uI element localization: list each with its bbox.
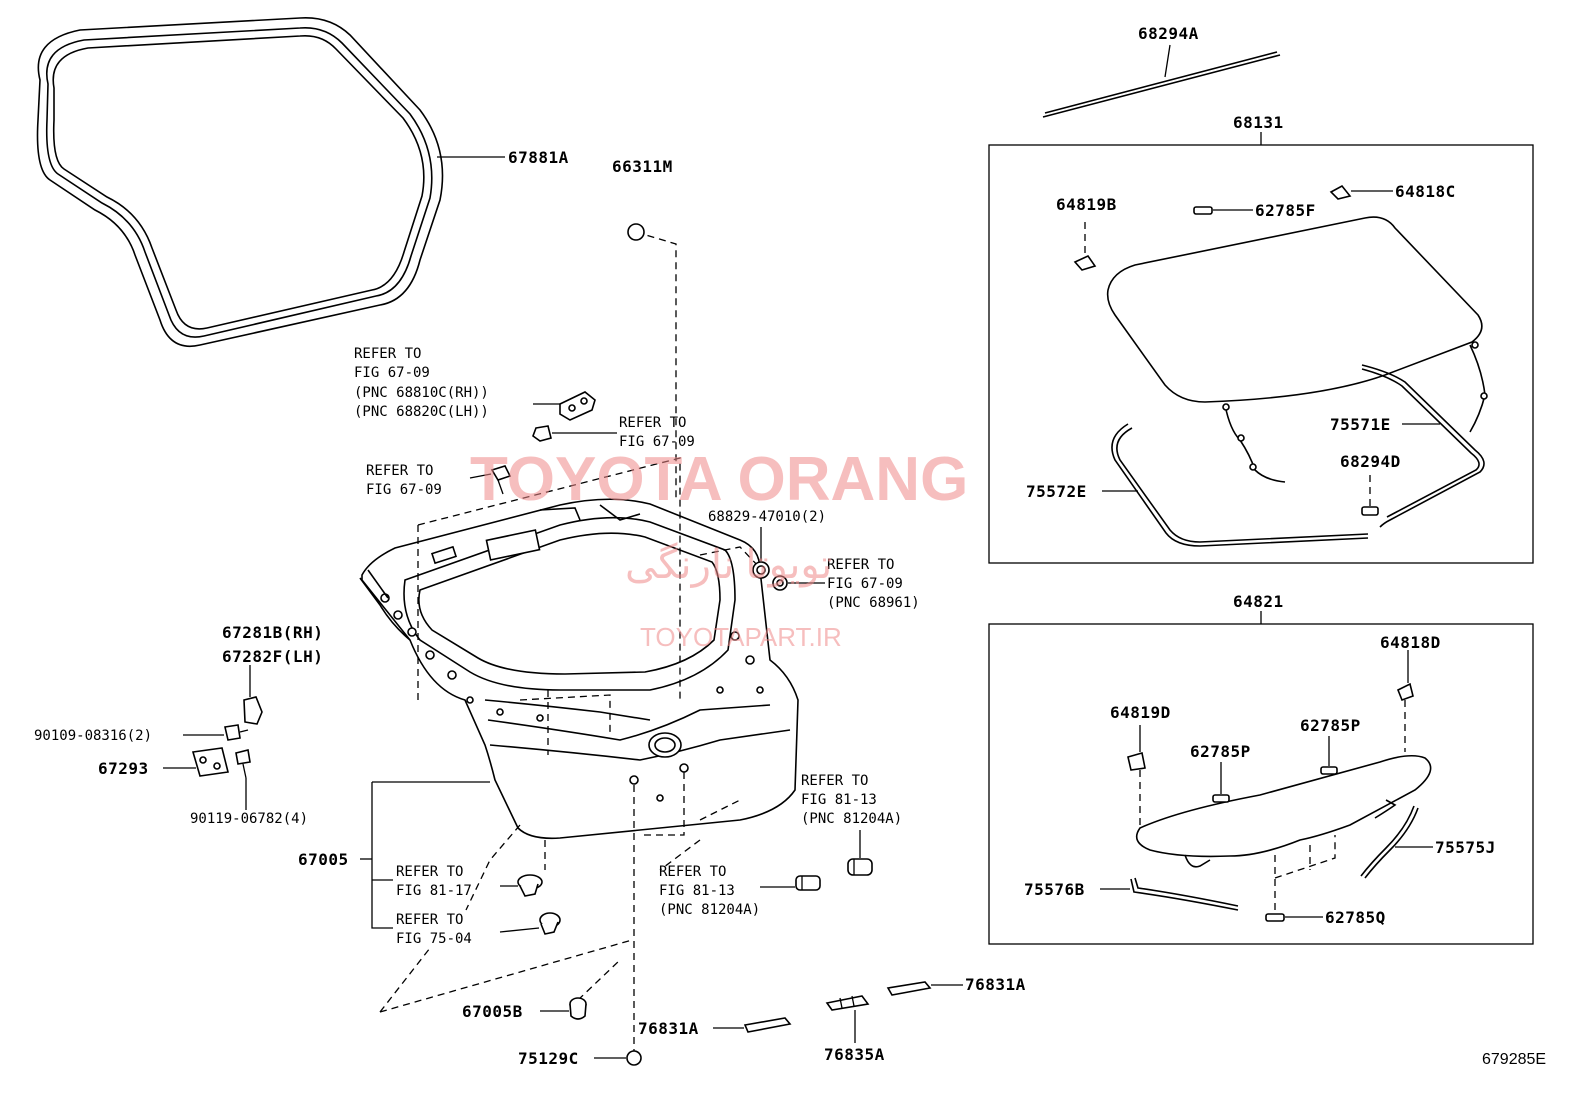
weatherstrip-67881a[interactable] [36,17,444,347]
bolt-90119[interactable] [235,749,251,779]
label-68294a: 68294A [1138,24,1199,43]
lamp-socket-a[interactable] [795,875,821,891]
emblem-66311m[interactable] [627,223,645,241]
label-62785q: 62785Q [1325,908,1386,927]
diagram-id: 679285E [1482,1051,1546,1068]
stud-68829[interactable] [752,561,770,579]
label-68294d: 68294D [1340,452,1401,471]
bracket-67293[interactable] [191,747,229,777]
stay-67281b[interactable] [243,696,263,725]
label-67881a: 67881A [508,148,569,167]
stud-part-b[interactable] [772,575,788,591]
ref-6: REFER TO FIG 81-17 [396,864,472,899]
ref-4: REFER TO FIG 67-09 (PNC 68961) [827,557,920,611]
label-75572e: 75572E [1026,482,1087,501]
clip-64818c[interactable] [1329,184,1352,200]
watermark-main: TOYOTA ORANG [470,445,968,514]
plug-75129c[interactable] [626,1050,642,1066]
cushion-part-b[interactable] [539,912,561,935]
molding-68294a[interactable] [1042,51,1281,118]
label-62785p-b: 62785P [1300,716,1361,735]
back-door-panel-67005[interactable] [359,498,799,840]
ref-7: REFER TO FIG 81-13 (PNC 81204A) [659,864,760,918]
label-67293: 67293 [98,759,149,778]
label-75575j: 75575J [1435,838,1496,857]
cushion-part-a[interactable] [517,874,543,897]
label-66311m: 66311M [612,157,673,176]
ref-8: REFER TO FIG 75-04 [396,912,472,947]
clip-76835a[interactable] [825,995,870,1011]
clip-76831a-a[interactable] [743,1017,792,1033]
seal-75576b[interactable] [1130,877,1239,911]
label-67282f: 67282F(LH) [222,647,323,666]
label-62785f: 62785F [1255,201,1316,220]
molding-75572e[interactable] [1111,423,1369,547]
spacer-62785p-b[interactable] [1320,766,1338,775]
ref-1: REFER TO FIG 67-09 (PNC 68810C(RH)) (PNC… [354,346,497,420]
hinge-part[interactable] [559,391,596,421]
spacer-62785p-a[interactable] [1212,794,1230,803]
label-67005: 67005 [298,850,349,869]
clip-64819b[interactable] [1073,254,1097,271]
label-64818c: 64818C [1395,182,1456,201]
label-90109: 90109-08316(2) [34,728,152,744]
label-67005b: 67005B [462,1002,523,1021]
spacer-68294d[interactable] [1361,506,1379,516]
nut-part-a[interactable] [532,425,552,442]
label-75129c: 75129C [518,1049,579,1068]
label-76831a-b: 76831A [965,975,1026,994]
label-68131: 68131 [1233,113,1284,132]
ref-5: REFER TO FIG 81-13 (PNC 81204A) [801,773,902,827]
label-68829: 68829-47010(2) [708,509,826,525]
label-64819b: 64819B [1056,195,1117,214]
clip-76831a-b[interactable] [886,981,932,996]
spoiler-64821[interactable] [1135,754,1432,868]
label-64818d: 64818D [1380,633,1441,652]
plug-67005b[interactable] [569,997,587,1020]
bolt-90109[interactable] [224,724,249,741]
watermark-url: TOYOTAPART.IR [640,622,842,652]
clip-64819d[interactable] [1127,751,1146,771]
molding-75571e[interactable] [1361,364,1485,528]
back-door-glass[interactable] [1106,216,1488,483]
label-75576b: 75576B [1024,880,1085,899]
ref-3: REFER TO FIG 67-09 [366,463,442,498]
clip-64818d[interactable] [1396,682,1414,702]
label-62785p-a: 62785P [1190,742,1251,761]
label-75571e: 75571E [1330,415,1391,434]
label-64819d: 64819D [1110,703,1171,722]
spacer-62785q[interactable] [1265,913,1285,922]
ref-2: REFER TO FIG 67-09 [619,415,695,450]
label-67281b: 67281B(RH) [222,623,323,642]
lamp-socket-b[interactable] [847,858,873,876]
label-76831a-a: 76831A [638,1019,699,1038]
bolt-part-a[interactable] [490,465,512,495]
spacer-62785f[interactable] [1193,206,1213,215]
label-64821: 64821 [1233,592,1284,611]
seal-75575j[interactable] [1360,805,1419,879]
watermark-farsi: تویوتا نارنگی [625,542,832,588]
label-76835a: 76835A [824,1045,885,1064]
label-90119: 90119-06782(4) [190,811,308,827]
